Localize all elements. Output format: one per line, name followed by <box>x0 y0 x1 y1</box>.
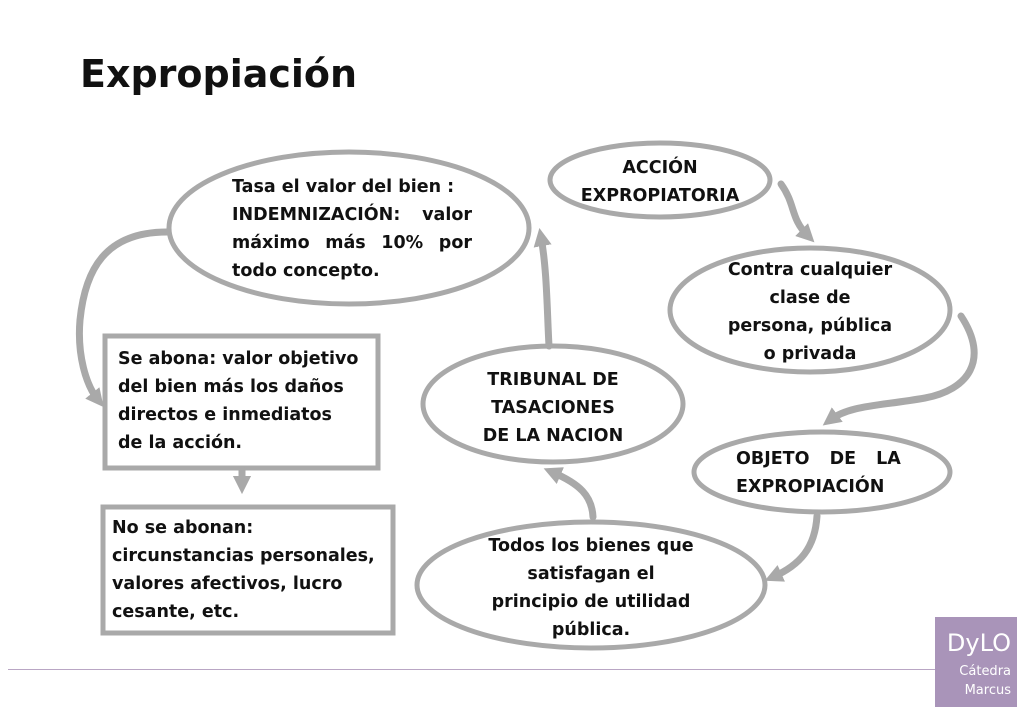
no-abonan-line: cesante, etc. <box>112 602 240 622</box>
tasa-line: INDEMNIZACIÓN: valor <box>232 205 472 225</box>
tribunal-node: TRIBUNAL DE TASACIONES DE LA NACION <box>456 366 650 450</box>
accion-line: ACCIÓN <box>622 158 698 178</box>
objeto-line: OBJETO DE LA <box>736 449 901 469</box>
objeto-line: EXPROPIACIÓN <box>736 477 885 497</box>
accion-ellipse <box>547 140 773 220</box>
contra-line: persona, pública <box>727 316 893 336</box>
logo-name: DyLO <box>946 629 1011 657</box>
abona-line: de la acción. <box>118 433 243 453</box>
logo: DyLO Cátedra Marcus <box>935 617 1017 707</box>
contra-ellipse <box>667 245 953 375</box>
no-abonan-line: circunstancias personales, <box>112 546 375 566</box>
todos-line: pública. <box>551 620 631 640</box>
tribunal-line: DE LA NACION <box>482 426 624 446</box>
no-abonan-box <box>100 504 396 636</box>
tasa-ellipse <box>166 149 532 307</box>
abona-line: Se abona: valor objetivo <box>118 349 359 369</box>
tasa-line: todo concepto. <box>232 261 380 281</box>
objeto-ellipse <box>691 429 953 515</box>
no-abonan-line: No se abonan: <box>112 518 254 538</box>
no-abonan-line: valores afectivos, lucro <box>112 574 343 594</box>
todos-node: Todos los bienes que satisfagan el princ… <box>458 532 724 644</box>
todos-line: Todos los bienes que <box>488 536 694 556</box>
tasa-node: Tasa el valor del bien : INDEMNIZACIÓN: … <box>232 173 472 285</box>
tasa-line: máximo más 10% por <box>232 233 472 253</box>
contra-line: o privada <box>763 344 857 364</box>
no-abonan-node: No se abonan: circunstancias personales,… <box>112 514 392 626</box>
arrow-objeto-to-todos <box>764 512 821 582</box>
accion-line: EXPROPIATORIA <box>580 186 740 206</box>
tribunal-line: TASACIONES <box>491 398 615 418</box>
accion-node: ACCIÓN EXPROPIATORIA <box>560 154 760 210</box>
contra-line: clase de <box>769 288 851 308</box>
todos-line: principio de utilidad <box>491 592 691 612</box>
logo-line1: Cátedra <box>959 664 1011 679</box>
tasa-line: Tasa el valor del bien : <box>232 177 455 197</box>
todos-ellipse <box>414 519 768 651</box>
arrow-accion-to-contra <box>777 180 815 243</box>
arrow-tribunal-to-tasa <box>533 228 553 350</box>
slide-title: Expropiación <box>80 52 358 96</box>
arrow-todos-to-tribunal <box>543 467 597 521</box>
objeto-node: OBJETO DE LA EXPROPIACIÓN <box>736 445 926 501</box>
contra-node: Contra cualquier clase de persona, públi… <box>690 256 930 368</box>
tribunal-line: TRIBUNAL DE <box>487 370 619 390</box>
arrow-contra-to-objeto <box>822 312 978 426</box>
abona-box <box>102 333 381 471</box>
footer-divider <box>8 669 936 670</box>
abona-line: directos e inmediatos <box>118 405 332 425</box>
todos-line: satisfagan el <box>527 564 655 584</box>
contra-line: Contra cualquier <box>727 260 893 280</box>
logo-line2: Marcus <box>964 683 1011 698</box>
abona-line: del bien más los daños <box>118 377 344 397</box>
abona-node: Se abona: valor objetivo del bien más lo… <box>118 345 376 457</box>
tribunal-ellipse <box>420 343 686 465</box>
arrow-tasa-to-abona <box>75 228 171 408</box>
